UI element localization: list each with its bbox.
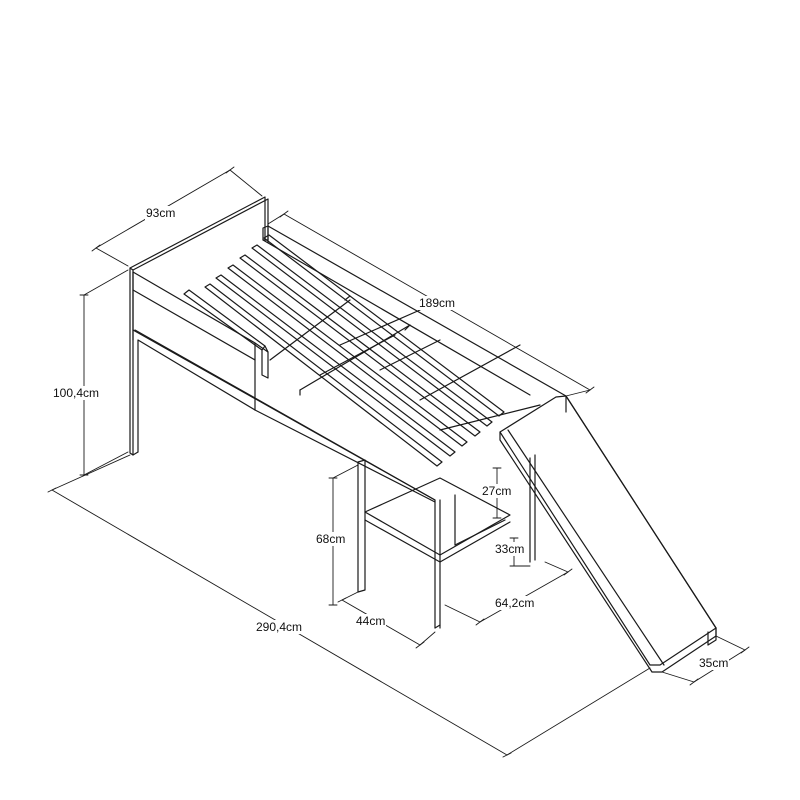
rear-leg <box>454 454 536 563</box>
guard-rail <box>183 289 269 379</box>
dimension-width-head: 93cm <box>145 206 177 220</box>
dimension-slide-width: 35cm <box>698 656 730 670</box>
dimension-length-top: 189cm <box>418 296 457 310</box>
footboard-panel <box>262 225 567 413</box>
slide <box>499 395 717 673</box>
dimension-rail-height: 27cm <box>481 484 513 498</box>
front-left-leg <box>357 459 366 593</box>
dimension-slide-offset: 64,2cm <box>494 596 536 610</box>
dimension-leg-height: 68cm <box>315 532 347 546</box>
slats <box>204 234 541 467</box>
front-side-panel <box>132 271 436 503</box>
front-long-rail <box>134 329 441 629</box>
headboard-panel <box>129 196 269 456</box>
dimension-shelf-depth: 44cm <box>355 614 387 628</box>
dimension-shelf-clearance: 33cm <box>494 542 526 556</box>
dimension-height-total: 100,4cm <box>52 386 101 400</box>
lower-shelf <box>364 477 511 563</box>
dimension-length-total: 290,4cm <box>255 620 304 634</box>
